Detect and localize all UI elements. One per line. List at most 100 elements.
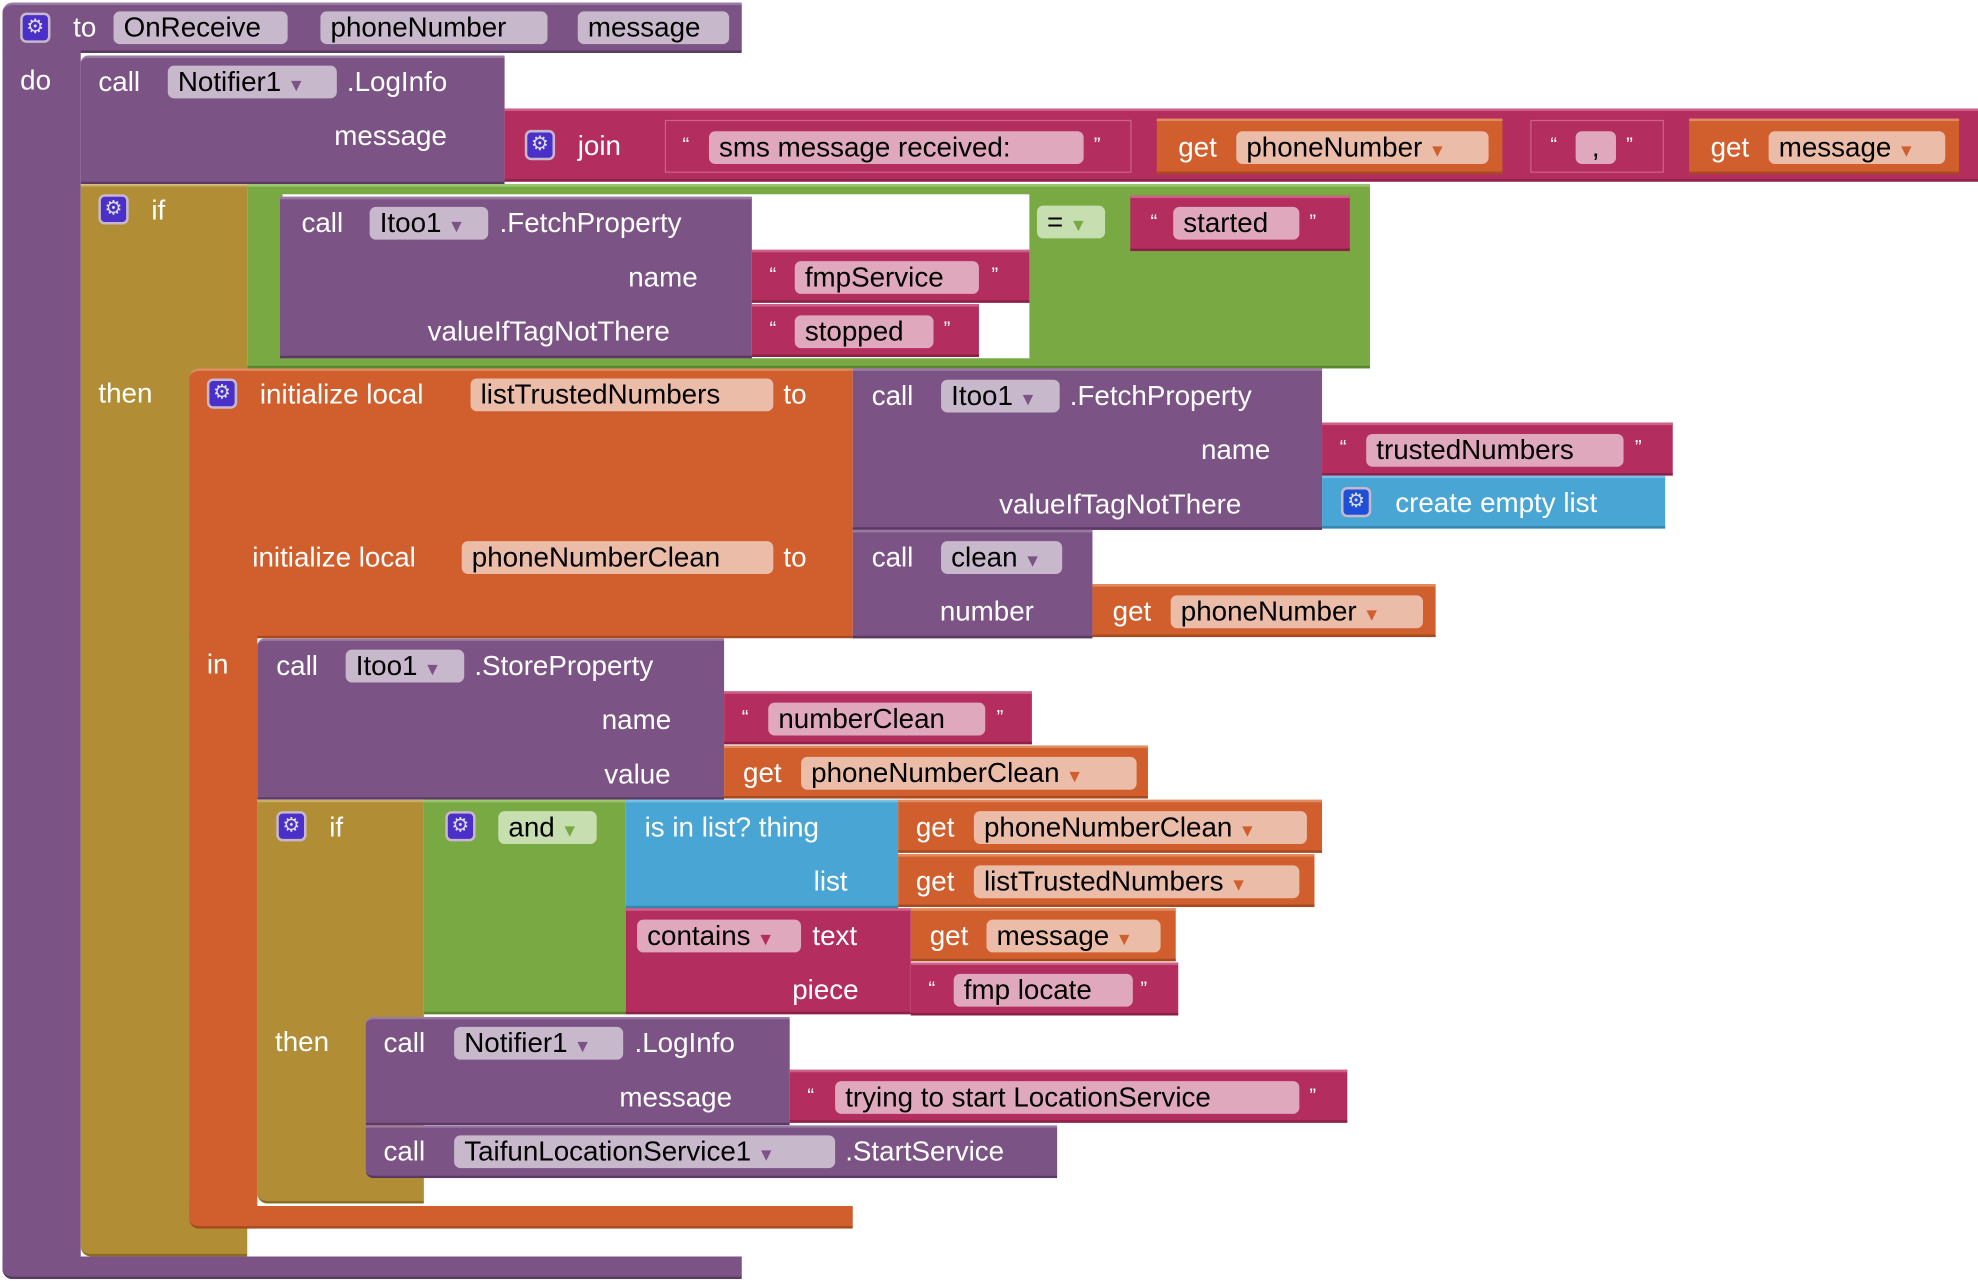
- variable-name: phoneNumberClean: [983, 811, 1233, 843]
- component-dropdown-itoo1[interactable]: Itoo1▼: [941, 379, 1060, 413]
- keyword-to: to: [783, 378, 807, 410]
- keyword-then: then: [98, 377, 153, 409]
- procedure-dropdown-clean[interactable]: clean▼: [941, 541, 1063, 574]
- arg-label-value: value: [604, 758, 671, 790]
- param-message[interactable]: message: [577, 11, 730, 45]
- component-dropdown-notifier1[interactable]: Notifier1▼: [454, 1026, 624, 1060]
- text-field[interactable]: fmpService: [794, 261, 979, 294]
- close-quote: ”: [1634, 437, 1642, 460]
- keyword-if: if: [329, 811, 344, 843]
- dropdown-arrow-icon: ▼: [757, 1144, 775, 1165]
- call-keyword: call: [871, 541, 914, 573]
- variable-name: phoneNumberClean: [811, 756, 1060, 789]
- storeproperty-block[interactable]: [257, 638, 725, 800]
- op-symbol: =: [1047, 205, 1064, 238]
- method-name: .FetchProperty: [499, 206, 682, 239]
- arg-label-number: number: [939, 595, 1034, 627]
- create-empty-list-block[interactable]: [1322, 475, 1666, 529]
- mutator-gear-icon[interactable]: ⚙: [20, 12, 51, 43]
- call-keyword: call: [383, 1026, 426, 1059]
- dropdown-arrow-icon: ▼: [1069, 214, 1088, 235]
- arg-label-piece: piece: [792, 973, 859, 1006]
- component-dropdown-taifun[interactable]: TaifunLocationService1▼: [454, 1135, 836, 1169]
- component-dropdown-notifier1[interactable]: Notifier1▼: [167, 65, 337, 99]
- text-field[interactable]: started: [1173, 206, 1300, 240]
- contains-op-dropdown[interactable]: contains▼: [637, 919, 802, 953]
- dropdown-arrow-icon: ▼: [1428, 140, 1447, 161]
- get-keyword: get: [929, 919, 969, 952]
- component-name: Itoo1: [951, 379, 1013, 412]
- call-keyword: call: [276, 649, 318, 682]
- variable-dropdown[interactable]: phoneNumberClean▼: [801, 756, 1137, 790]
- text-field[interactable]: fmp locate: [953, 973, 1133, 1007]
- method-name: .FetchProperty: [1069, 379, 1252, 412]
- event-block-body: [2, 50, 81, 1280]
- text-field[interactable]: stopped: [794, 315, 934, 349]
- close-quote: ”: [943, 319, 951, 341]
- dropdown-arrow-icon: ▼: [1065, 765, 1084, 786]
- close-quote: ”: [1309, 211, 1317, 234]
- init-label-2: initialize local: [252, 541, 416, 573]
- mutator-gear-icon[interactable]: ⚙: [276, 811, 307, 842]
- mutator-gear-icon[interactable]: ⚙: [1340, 486, 1372, 518]
- text-field[interactable]: trying to start LocationService: [835, 1081, 1300, 1114]
- arg-label-default: valueIfTagNotThere: [427, 315, 670, 347]
- open-quote: “: [1150, 211, 1158, 234]
- text-field[interactable]: ,: [1575, 131, 1616, 164]
- variable-name: message: [996, 919, 1110, 952]
- open-quote: “: [741, 707, 749, 730]
- dropdown-arrow-icon: ▼: [1897, 140, 1916, 161]
- variable-name: message: [1778, 131, 1892, 163]
- keyword-if: if: [151, 194, 166, 226]
- dropdown-arrow-icon: ▼: [1023, 550, 1042, 571]
- initialize-local-footer: [189, 1205, 853, 1229]
- variable-dropdown[interactable]: phoneNumber▼: [1170, 595, 1423, 629]
- init-label-1: initialize local: [259, 378, 424, 410]
- text-field[interactable]: trustedNumbers: [1366, 433, 1624, 467]
- compare-op-dropdown[interactable]: =▼: [1036, 205, 1106, 239]
- initialize-local-block[interactable]: [189, 368, 853, 639]
- join-label: join: [577, 129, 621, 162]
- open-quote: “: [807, 1086, 815, 1108]
- local-var-name-field[interactable]: listTrustedNumbers: [470, 378, 774, 412]
- mutator-gear-icon[interactable]: ⚙: [98, 194, 129, 225]
- arg-label-name: name: [1200, 433, 1271, 466]
- component-dropdown-itoo1[interactable]: Itoo1▼: [345, 649, 465, 683]
- keyword-do: do: [20, 64, 52, 96]
- variable-dropdown[interactable]: message▼: [986, 919, 1161, 953]
- arg-label-list: list: [813, 865, 848, 897]
- text-field[interactable]: sms message received:: [708, 131, 1084, 164]
- dropdown-arrow-icon: ▼: [447, 215, 466, 236]
- variable-dropdown[interactable]: message▼: [1768, 131, 1946, 164]
- component-name: TaifunLocationService1: [464, 1135, 752, 1167]
- mutator-gear-icon[interactable]: ⚙: [445, 811, 476, 842]
- mutator-gear-icon[interactable]: ⚙: [206, 378, 238, 409]
- variable-name: phoneNumber: [1246, 131, 1423, 163]
- op-name: contains: [647, 919, 751, 952]
- variable-dropdown[interactable]: listTrustedNumbers▼: [973, 865, 1300, 899]
- text-field[interactable]: numberClean: [768, 702, 986, 736]
- fetchproperty-block-1[interactable]: [280, 196, 752, 359]
- local-var-name-field[interactable]: phoneNumberClean: [461, 541, 774, 574]
- dropdown-arrow-icon: ▼: [1229, 874, 1248, 895]
- variable-dropdown[interactable]: phoneNumber▼: [1236, 131, 1489, 164]
- get-keyword: get: [1112, 595, 1152, 627]
- variable-dropdown[interactable]: phoneNumberClean▼: [973, 811, 1307, 844]
- dropdown-arrow-icon: ▼: [287, 74, 306, 95]
- param-phonenumber[interactable]: phoneNumber: [320, 11, 548, 45]
- close-quote: ”: [1626, 134, 1633, 157]
- fetchproperty-block-2[interactable]: [852, 368, 1323, 530]
- initialize-local-body: [189, 635, 258, 1229]
- component-name: Itoo1: [379, 206, 442, 239]
- and-op-dropdown[interactable]: and▼: [498, 811, 597, 844]
- call-keyword: call: [301, 206, 344, 239]
- arg-label-message: message: [334, 119, 447, 152]
- dropdown-arrow-icon: ▼: [1362, 604, 1381, 625]
- is-in-list-block[interactable]: [625, 799, 899, 909]
- call-keyword: call: [871, 379, 914, 412]
- create-empty-list-label: create empty list: [1395, 486, 1598, 519]
- component-dropdown-itoo1[interactable]: Itoo1▼: [369, 206, 489, 240]
- mutator-gear-icon[interactable]: ⚙: [524, 129, 556, 161]
- event-name-field[interactable]: OnReceive: [113, 11, 288, 45]
